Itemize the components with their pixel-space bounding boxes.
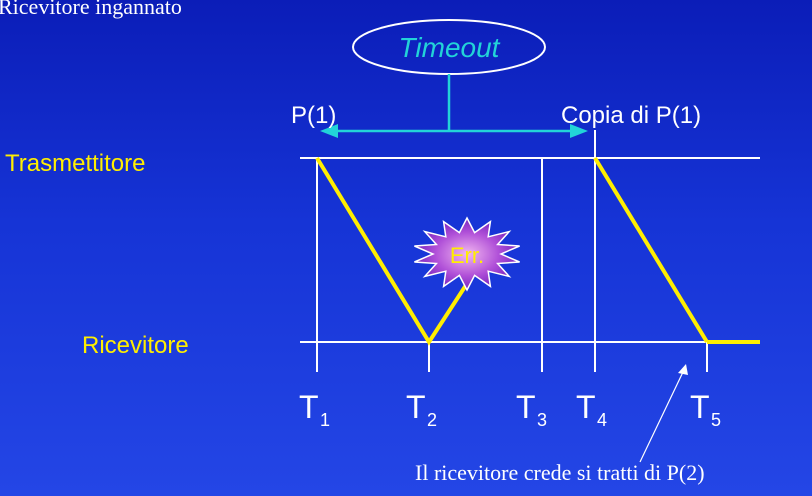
slide-title: Ricevitore ingannato	[0, 0, 182, 19]
time-index: 2	[427, 410, 437, 430]
time-label-5: T 5	[690, 389, 721, 430]
time-index: 1	[320, 410, 330, 430]
annotation-pointer	[639, 371, 684, 463]
time-symbol: T	[516, 389, 536, 425]
packet-path-copy	[593, 156, 709, 344]
error-label: Err.	[450, 243, 484, 268]
sender-label: Trasmettitore	[5, 150, 145, 177]
packet-label: P(1)	[291, 102, 336, 129]
copy-label: Copia di P(1)	[561, 102, 701, 129]
time-index: 3	[537, 410, 547, 430]
time-label-3: T 3	[516, 389, 547, 430]
time-symbol: T	[299, 389, 319, 425]
time-index: 5	[711, 410, 721, 430]
time-symbol: T	[576, 389, 596, 425]
annotation-arrowhead	[678, 364, 688, 375]
error-burst-icon	[414, 216, 520, 292]
timeout-arrow-right	[570, 124, 588, 138]
time-index: 4	[597, 410, 607, 430]
packet-path-ack-lost	[315, 156, 470, 346]
time-label-2: T 2	[406, 389, 437, 430]
timeout-label: Timeout	[399, 32, 501, 63]
time-label-1: T 1	[299, 389, 330, 430]
receiver-label: Ricevitore	[82, 332, 189, 359]
timeout-arrow-left	[320, 124, 338, 138]
time-label-4: T 4	[576, 389, 607, 430]
time-symbol: T	[690, 389, 710, 425]
time-symbol: T	[406, 389, 426, 425]
annotation-text: Il ricevitore crede si tratti di P(2)	[415, 460, 705, 485]
